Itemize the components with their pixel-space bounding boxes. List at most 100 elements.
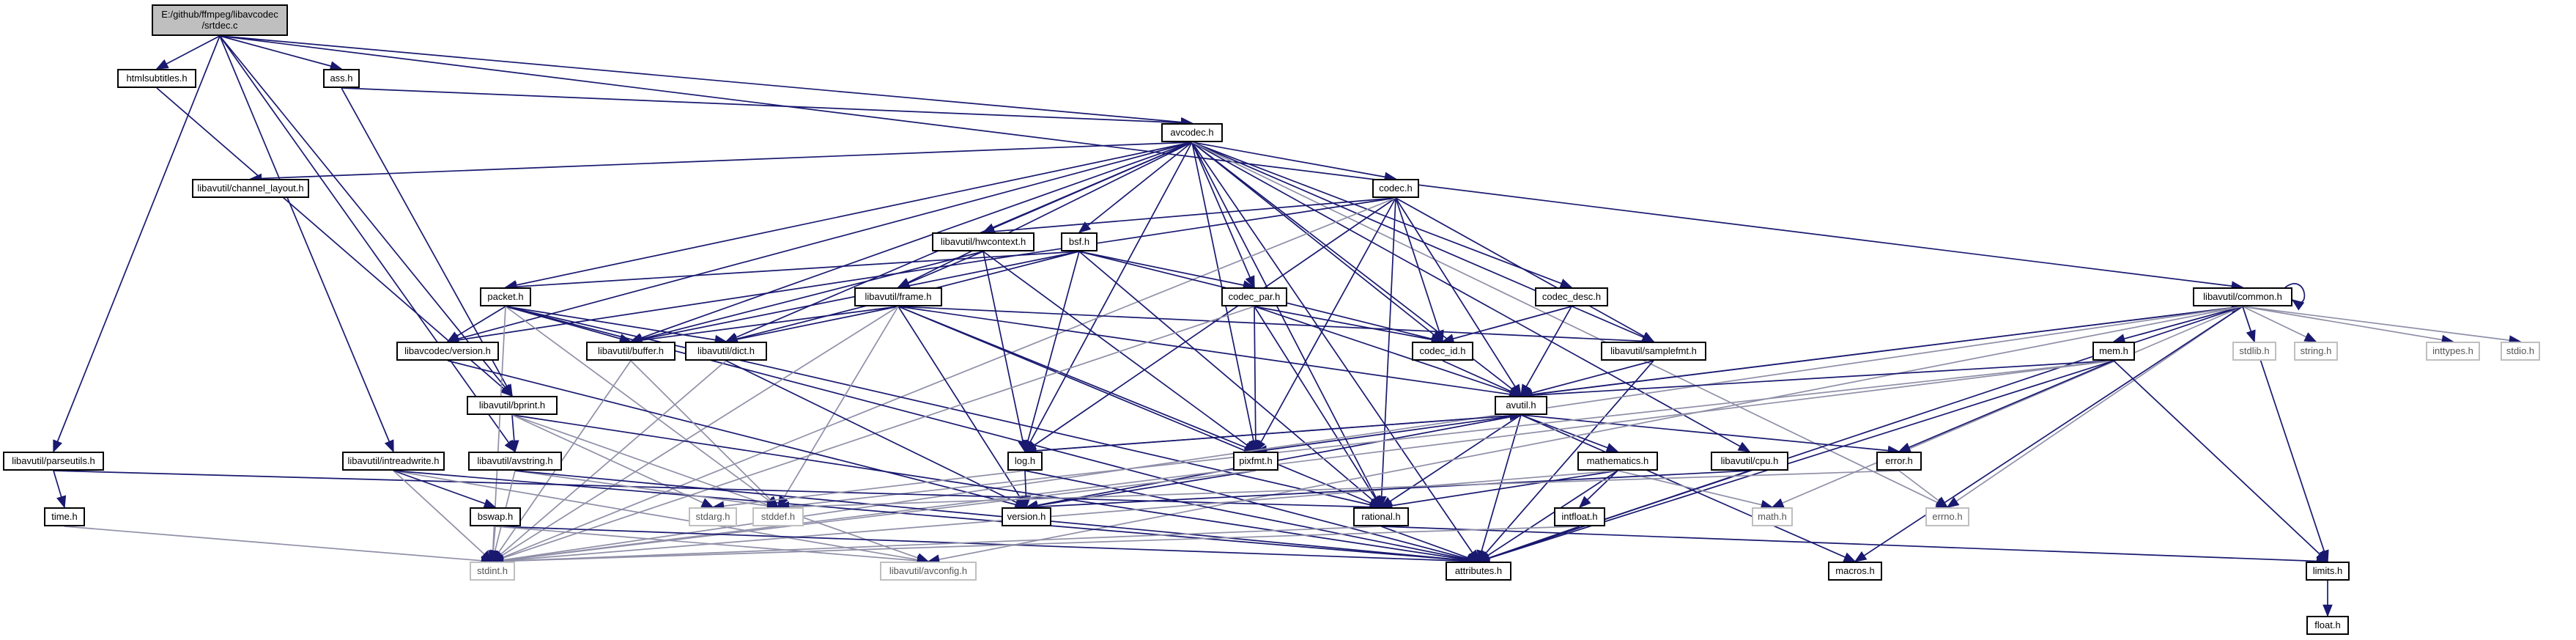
node-hwcontext[interactable]: libavutil/hwcontext.h	[932, 232, 1035, 251]
node-buffer[interactable]: libavutil/buffer.h	[586, 342, 676, 361]
node-rational[interactable]: rational.h	[1353, 507, 1409, 526]
edge-codec_par-to-stdint	[491, 306, 1255, 563]
edge-root-to-intreadwrite	[219, 35, 394, 453]
node-bswap[interactable]: bswap.h	[470, 507, 521, 526]
node-avcodec[interactable]: avcodec.h	[1161, 123, 1223, 142]
edge-hwcontext-to-log	[982, 251, 1028, 453]
edge-frame-to-rational	[897, 306, 1383, 508]
node-error[interactable]: error.h	[1876, 452, 1922, 471]
edge-parseutils-to-rational	[53, 470, 1383, 512]
node-bsf[interactable]: bsf.h	[1061, 232, 1098, 251]
node-bprint[interactable]: libavutil/bprint.h	[467, 396, 558, 415]
node-pixfmt[interactable]: pixfmt.h	[1233, 452, 1278, 471]
node-frame[interactable]: libavutil/frame.h	[854, 287, 942, 306]
edge-codec-to-avutil	[1395, 197, 1522, 397]
edge-codec_desc-to-avutil	[1520, 306, 1572, 397]
node-math[interactable]: math.h	[1752, 507, 1793, 526]
node-intfloat[interactable]: intfloat.h	[1554, 507, 1605, 526]
node-stdlib[interactable]: stdlib.h	[2232, 342, 2276, 361]
node-log[interactable]: log.h	[1007, 452, 1043, 471]
node-float[interactable]: float.h	[2306, 616, 2349, 635]
node-common[interactable]: libavutil/common.h	[2193, 287, 2292, 306]
edge-buffer-to-stddef	[630, 360, 780, 509]
edge-packet-to-rational	[505, 306, 1383, 510]
node-htmlsubtitles[interactable]: htmlsubtitles.h	[117, 69, 196, 88]
node-channel-layout[interactable]: libavutil/channel_layout.h	[192, 179, 309, 198]
edge-codec-to-hwcontext	[982, 197, 1396, 237]
edge-mathematics-to-intfloat	[1578, 470, 1618, 509]
edge-mem-to-limits	[2113, 360, 2329, 563]
edge-intreadwrite-to-stdint	[393, 470, 494, 563]
node-parseutils[interactable]: libavutil/parseutils.h	[3, 452, 104, 471]
node-libavcodec-version[interactable]: libavcodec/version.h	[396, 342, 499, 361]
node-time[interactable]: time.h	[44, 507, 85, 526]
edge-avcodec-to-frame	[897, 141, 1193, 288]
node-stdio[interactable]: stdio.h	[2501, 342, 2540, 361]
edge-frame-to-pixfmt	[897, 306, 1257, 452]
node-avstring[interactable]: libavutil/avstring.h	[468, 452, 562, 471]
edge-codec_par-to-rational	[1254, 306, 1382, 509]
edge-root-to-htmlsubtitles	[155, 35, 221, 70]
edge-packet-to-avcodec_version	[446, 306, 506, 342]
edge-error-to-stddef	[777, 470, 1900, 512]
node-avutil[interactable]: avutil.h	[1495, 396, 1547, 415]
edge-avcodec-to-codec_id	[1191, 141, 1444, 343]
node-codec-par[interactable]: codec_par.h	[1221, 287, 1287, 306]
node-macros[interactable]: macros.h	[1828, 562, 1882, 581]
node-errno[interactable]: errno.h	[1925, 507, 1969, 526]
node-string[interactable]: string.h	[2294, 342, 2338, 361]
edge-avcodec-to-codec_desc	[1191, 141, 1573, 288]
edge-codec_par-to-codec_id	[1254, 306, 1444, 345]
edge-common-to-inttypes	[2242, 306, 2454, 345]
edge-frame-to-dict	[725, 306, 899, 345]
edge-codec-to-rational	[1376, 197, 1396, 509]
edge-avstring-to-attributes	[514, 470, 1480, 566]
node-attributes[interactable]: attributes.h	[1446, 562, 1511, 581]
edge-intfloat-to-attributes	[1477, 526, 1580, 563]
edge-mem-to-avutil	[1520, 360, 2114, 400]
node-stddef[interactable]: stddef.h	[752, 507, 804, 526]
edge-avcodec-to-cpu	[1191, 141, 1751, 452]
node-samplefmt[interactable]: libavutil/samplefmt.h	[1601, 342, 1706, 361]
node-dict[interactable]: libavutil/dict.h	[685, 342, 767, 361]
node-cpu[interactable]: libavutil/cpu.h	[1711, 452, 1788, 471]
node-packet[interactable]: packet.h	[480, 287, 531, 306]
node-inttypes[interactable]: inttypes.h	[2426, 342, 2480, 361]
node-mem[interactable]: mem.h	[2092, 342, 2135, 361]
root-path-line1: E:/github/ffmpeg/libavcodec	[161, 8, 278, 20]
node-limits[interactable]: limits.h	[2306, 562, 2350, 581]
edge-avcodec-to-codec	[1191, 141, 1397, 182]
node-ass[interactable]: ass.h	[323, 69, 360, 88]
edge-bswap-to-stdint	[488, 526, 499, 563]
edge-bsf-to-log	[1023, 251, 1080, 453]
edge-avutil-to-error	[1520, 414, 1900, 456]
edge-common-to-stdio	[2242, 306, 2522, 345]
node-codec-id[interactable]: codec_id.h	[1412, 342, 1473, 361]
node-codec[interactable]: codec.h	[1372, 179, 1419, 198]
edge-bprint-to-attributes	[511, 414, 1480, 565]
node-codec-desc[interactable]: codec_desc.h	[1535, 287, 1608, 306]
edge-codec_desc-to-codec_id	[1441, 306, 1572, 344]
edge-packet-to-dict	[505, 306, 728, 345]
edge-common-to-errno	[1946, 306, 2243, 508]
edge-hwcontext-to-frame	[897, 251, 984, 288]
node-stdarg[interactable]: stdarg.h	[689, 507, 737, 526]
node-stdint[interactable]: stdint.h	[470, 562, 515, 581]
edge-bsf-to-packet	[504, 251, 1080, 292]
edge-avcodec-to-buffer	[629, 141, 1193, 343]
node-version[interactable]: version.h	[1002, 507, 1051, 526]
node-avconfig[interactable]: libavutil/avconfig.h	[880, 562, 977, 581]
edge-log-to-stdarg	[711, 470, 1026, 511]
edge-codec-to-pixfmt	[1255, 197, 1396, 453]
edge-samplefmt-to-avutil	[1520, 360, 1654, 398]
edge-bprint-to-avstring	[509, 414, 519, 453]
edge-cpu-to-version	[1025, 470, 1750, 512]
edge-avutil-to-rational	[1380, 414, 1522, 508]
node-mathematics[interactable]: mathematics.h	[1577, 452, 1658, 471]
edge-bsf-to-codec_par	[1078, 251, 1256, 290]
edge-bprint-to-avconfig	[511, 414, 930, 563]
node-intreadwrite[interactable]: libavutil/intreadwrite.h	[342, 452, 445, 471]
edge-avutil-to-mathematics	[1520, 414, 1619, 452]
node-root-srtdec[interactable]: E:/github/ffmpeg/libavcodec /srtdec.c	[152, 4, 288, 36]
edge-pixfmt-to-stdint	[491, 470, 1256, 565]
